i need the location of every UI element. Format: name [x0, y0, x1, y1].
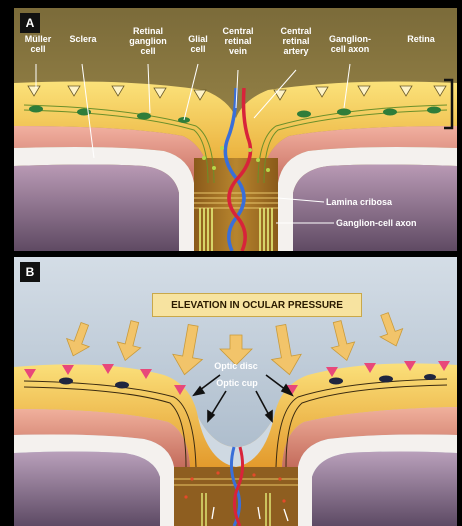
elevation-banner: ELEVATION IN OCULAR PRESSURE: [152, 293, 362, 317]
label-optic-cup: Optic cup: [210, 378, 264, 388]
label-lamina-cribosa: Lamina cribosa: [326, 197, 446, 207]
label-muller-cell: Müller cell: [18, 34, 58, 54]
panel-b-elevated-pressure: B ELEVATION IN OCULAR PRESSURE Optic dis…: [14, 257, 457, 526]
label-retinal-ganglion-cell: Retinal ganglion cell: [124, 26, 172, 56]
label-ganglion-cell-axon-bottom: Ganglion-cell axon: [336, 218, 456, 228]
label-retina: Retina: [398, 34, 444, 44]
label-central-retinal-vein: Central retinal vein: [214, 26, 262, 56]
label-ganglion-cell-axon-top: Ganglion- cell axon: [322, 34, 378, 54]
label-optic-disc: Optic disc: [204, 361, 268, 371]
label-sclera: Sclera: [62, 34, 104, 44]
panel-a-normal-optic-nerve: A Müller cell Sclera Retinal ganglion ce…: [14, 8, 457, 251]
label-glial-cell: Glial cell: [180, 34, 216, 54]
panel-b-badge: B: [20, 262, 40, 282]
panel-a-badge: A: [20, 13, 40, 33]
label-central-retinal-artery: Central retinal artery: [270, 26, 322, 56]
